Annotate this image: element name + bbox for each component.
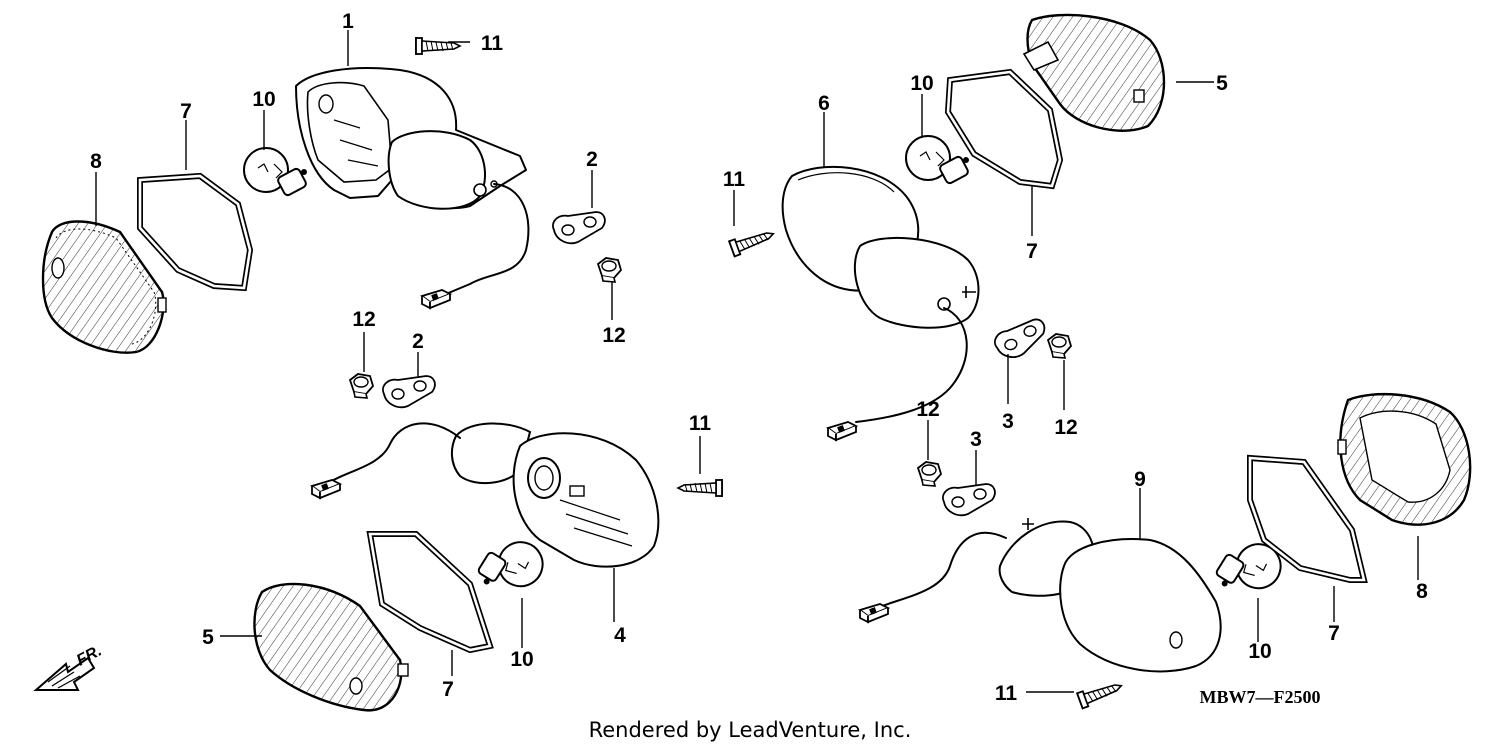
bulb-10-lower-left [470,529,552,605]
drawing-code: MBW7—F2500 [1200,687,1321,707]
plate-3-upper [990,316,1051,363]
gasket-7-upper-right [944,68,1064,190]
plate-2-lower [382,375,436,409]
gasket-7-left [137,172,254,292]
screw-11-b [677,479,723,497]
callout-7-lower-left: 7 [442,678,454,701]
callout-11-a: 11 [481,32,504,55]
connector-9 [859,603,889,623]
bulb-10-upper-left [243,147,309,198]
bulb-10-lower-right [1208,531,1290,607]
bulb-10-upper-right [905,135,971,186]
callout-11-b: 11 [689,412,712,435]
callout-12-b: 12 [352,308,375,331]
callout-3-upper: 3 [1002,410,1014,433]
callout-3-lower: 3 [970,428,982,451]
callout-12-c: 12 [1054,416,1077,439]
callout-4: 4 [614,624,626,647]
connector-6 [827,421,857,441]
gasket-7-lower-left [366,531,494,654]
callout-7-lower-right: 7 [1328,622,1340,645]
callout-1: 1 [342,10,354,33]
callout-10-lower-left: 10 [510,648,533,671]
front-direction-arrow: FR. [33,642,105,691]
housing-1 [295,67,527,210]
housing-9 [998,518,1222,673]
callout-7-upper-left: 7 [180,100,192,123]
callout-7-upper-right: 7 [1026,240,1038,263]
callout-5-lower: 5 [202,626,214,649]
callout-labels: 1 2 2 3 3 4 5 5 6 7 7 7 7 8 8 9 10 10 10… [90,10,1428,705]
callout-10-lower-right: 10 [1248,640,1271,663]
screw-11-a [415,37,461,55]
screw-11-c [728,225,777,258]
callout-11-c: 11 [723,168,746,191]
nut-12-a [597,257,622,283]
plate-3-lower [942,483,996,517]
callout-8-left: 8 [90,150,102,173]
nut-12-d [917,461,942,487]
callout-8-right: 8 [1416,580,1428,603]
lens-8-left [41,220,167,354]
housing-4 [450,422,660,568]
callout-2-lower: 2 [412,330,424,353]
callout-12-d: 12 [916,398,939,421]
wire-4 [329,422,461,483]
callout-9: 9 [1134,468,1146,491]
callout-10-upper-right: 10 [910,72,933,95]
callout-12-a: 12 [602,324,625,347]
callout-11-d: 11 [995,682,1018,705]
connector-4 [311,479,341,499]
connector-1 [421,289,451,309]
lens-5-upper-right [1022,13,1166,132]
wire-6 [855,307,968,423]
screw-11-d [1076,677,1125,710]
callout-6: 6 [818,92,830,115]
gasket-7-lower-right [1247,454,1368,583]
footer-credit: Rendered by LeadVenture, Inc. [589,718,912,742]
nut-12-c [1047,333,1072,359]
callout-2-upper: 2 [586,148,598,171]
wire-9 [881,531,1007,607]
callout-10-upper-left: 10 [252,88,275,111]
housing-6 [781,165,980,329]
lens-8-right [1337,392,1472,526]
leader-lines [95,30,1419,693]
lens-5-lower-left [253,582,409,712]
callout-5-upper: 5 [1216,72,1228,95]
plate-2-upper [552,211,606,245]
nut-12-b [349,373,374,399]
wire-1 [445,183,530,295]
